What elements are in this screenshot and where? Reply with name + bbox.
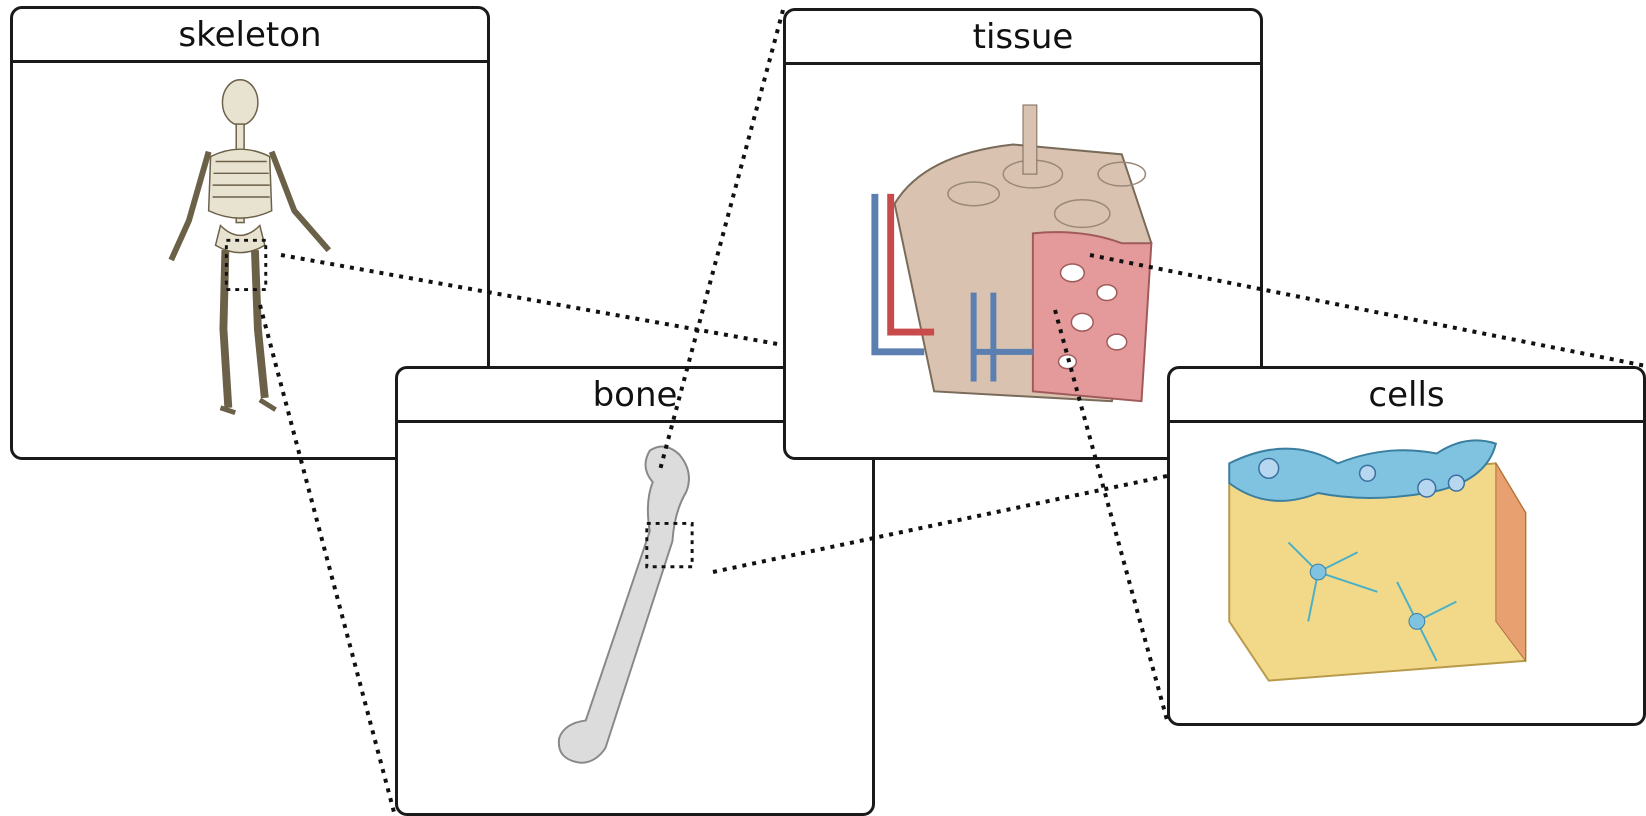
tissue-title: tissue <box>786 11 1260 65</box>
bone-cells-illustration <box>1170 423 1643 723</box>
cells-panel: cells <box>1167 366 1646 726</box>
femur-illustration <box>398 423 872 813</box>
skeleton-title: skeleton <box>13 9 487 63</box>
cells-title: cells <box>1170 369 1643 423</box>
